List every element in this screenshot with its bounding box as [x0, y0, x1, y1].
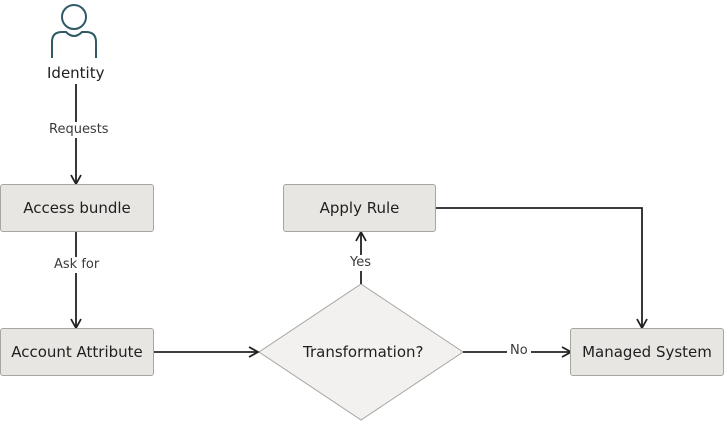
edge-label-no: No	[507, 343, 531, 359]
actor-label: Identity	[47, 64, 105, 82]
decision-label: Transformation?	[303, 343, 424, 361]
account-attribute-node: Account Attribute	[0, 328, 154, 376]
edge-label-yes: Yes	[348, 255, 373, 271]
edge-label-ask-for: Ask for	[52, 257, 102, 273]
edge-apply-rule-to-managed-system	[436, 207, 648, 330]
access-bundle-node: Access bundle	[0, 184, 154, 232]
apply-rule-node: Apply Rule	[283, 184, 436, 232]
managed-system-node: Managed System	[570, 328, 724, 376]
decision-diamond	[258, 283, 464, 421]
person-icon	[51, 4, 97, 58]
edge-label-requests: Requests	[47, 122, 111, 138]
